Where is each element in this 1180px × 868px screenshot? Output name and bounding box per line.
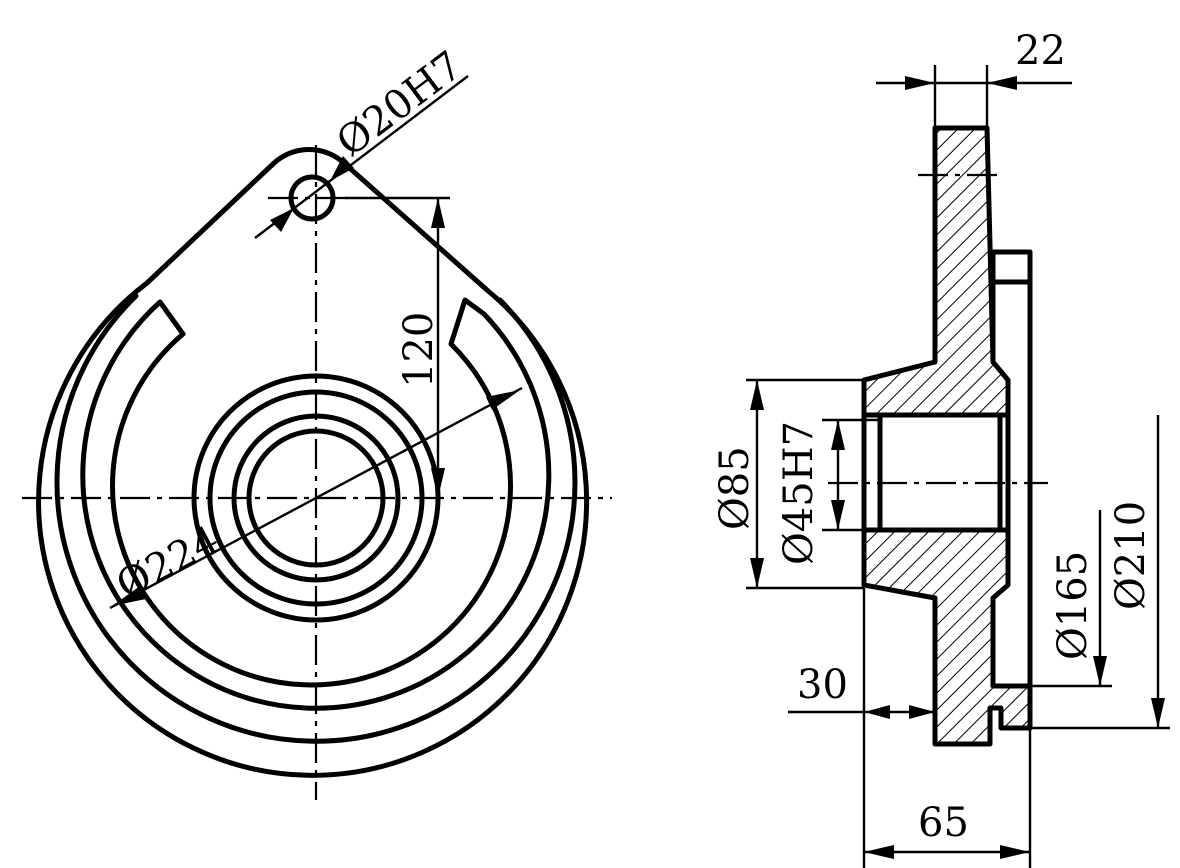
height-120-label: 120 xyxy=(396,312,442,388)
cam-groove xyxy=(80,297,552,711)
dim-flange-22: 22 xyxy=(876,28,1072,128)
dim-hub-30: 30 xyxy=(788,588,935,868)
hub-30-label: 30 xyxy=(797,662,848,708)
bore-45-label: Ø45H7 xyxy=(776,421,822,565)
cam-outer-contour xyxy=(36,147,590,778)
cam-ring-2 xyxy=(54,293,578,744)
total-65-label: 65 xyxy=(918,800,969,846)
outer-224-label: Ø224 xyxy=(109,517,227,609)
section-lower xyxy=(861,527,1033,747)
hole-dia-label: Ø20H7 xyxy=(328,43,471,166)
dim-bore-85: Ø85 xyxy=(712,378,864,590)
section-upper xyxy=(861,125,1011,418)
dim-dia-210: Ø210 xyxy=(1030,415,1170,730)
boss-outline xyxy=(990,249,1033,731)
front-view: Ø20H7 120 Ø224 xyxy=(22,43,612,800)
dim-bore-45: Ø45H7 xyxy=(776,418,880,565)
dim-height-120: 120 xyxy=(345,196,450,498)
dia-210-label: Ø210 xyxy=(1108,501,1154,610)
bore-85-label: Ø85 xyxy=(712,446,758,530)
flange-22-label: 22 xyxy=(1015,28,1066,74)
bore xyxy=(877,412,1003,533)
dim-dia-165: Ø165 xyxy=(1030,510,1112,688)
section-view: 22 Ø85 Ø45H7 Ø165 xyxy=(712,28,1170,868)
dim-total-65: 65 xyxy=(864,728,1032,868)
dia-165-label: Ø165 xyxy=(1050,551,1096,660)
